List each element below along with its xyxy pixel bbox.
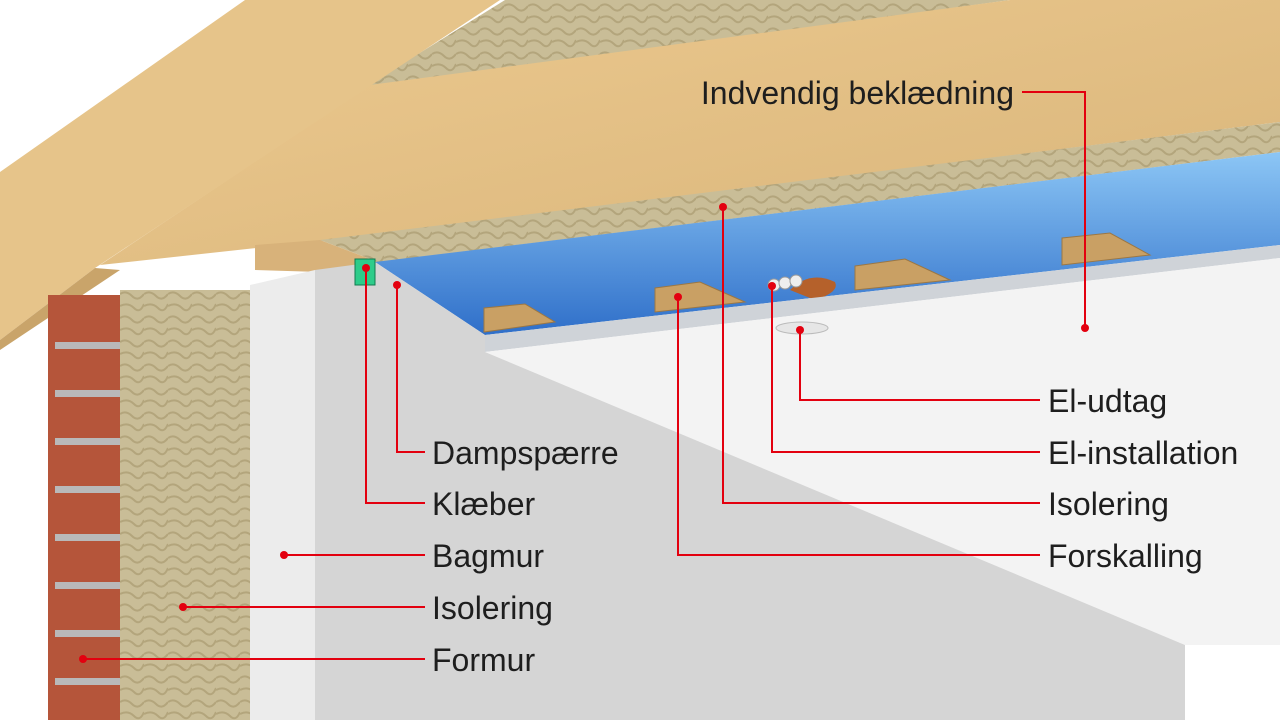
inner-wall-side: [250, 270, 315, 720]
outer-brick-wall: [48, 295, 120, 720]
wall-plate: [255, 240, 378, 272]
electrical-installation: [767, 274, 836, 300]
inner-wall: [315, 262, 1185, 720]
ceiling-joist: [100, 0, 1280, 265]
leader-lines: [79, 91, 1089, 663]
label-indvendig-beklaedning: Indvendig beklædning: [701, 75, 1014, 111]
rafter: [0, 0, 500, 340]
ceiling-insulation-strip: [320, 122, 1280, 262]
wall-insulation: [120, 290, 250, 720]
label-isolering-wall: Isolering: [432, 590, 553, 626]
label-el-udtag: El-udtag: [1048, 383, 1167, 419]
vapor-barrier: [375, 152, 1280, 335]
label-dampspaerre: Dampspærre: [432, 435, 619, 471]
label-forskalling: Forskalling: [1048, 538, 1203, 574]
label-isolering-ceiling: Isolering: [1048, 486, 1169, 522]
label-formur: Formur: [432, 642, 535, 678]
ceiling-board-edge: [485, 245, 1280, 352]
label-el-installation: El-installation: [1048, 435, 1238, 471]
label-klaeber: Klæber: [432, 486, 536, 522]
label-bagmur: Bagmur: [432, 538, 544, 574]
